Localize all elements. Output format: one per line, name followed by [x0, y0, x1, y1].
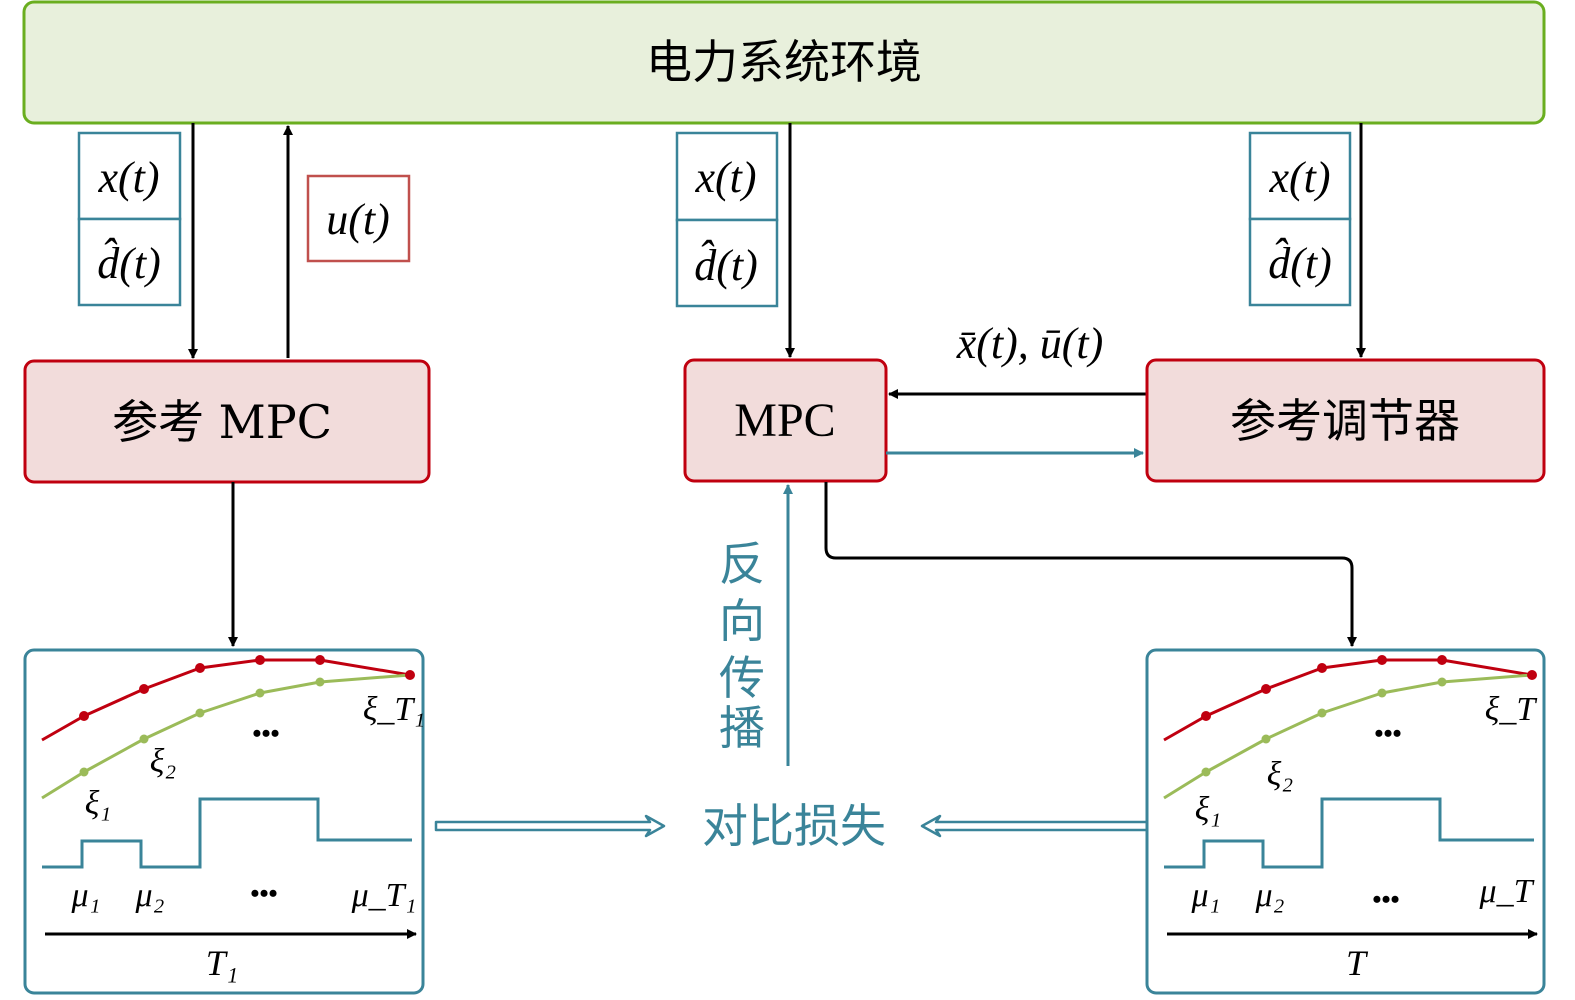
optimal-trajectory-point — [79, 711, 89, 721]
left-state-label: x(t) — [97, 153, 159, 202]
middle-state-label: x(t) — [694, 153, 756, 202]
optimal-trajectory-point — [1527, 670, 1537, 680]
predicted-trajectory-point — [315, 677, 325, 687]
left-control-box: u(t) — [306, 174, 411, 263]
svg-text:反: 反 — [719, 537, 765, 591]
optimal-trajectory-point — [195, 663, 205, 673]
predicted-trajectory-point — [1201, 767, 1211, 777]
backprop-label: 反 向 传 播 — [719, 537, 765, 755]
xi-1-label: ξ₁ — [1195, 791, 1221, 828]
optimal-trajectory-point — [255, 655, 265, 665]
optimal-trajectory-point — [315, 655, 325, 665]
time-axis-label: T — [1346, 943, 1369, 983]
mpc-label: MPC — [734, 394, 835, 447]
control-step-signal — [1164, 797, 1534, 869]
predicted-trajectory-point — [1317, 708, 1327, 718]
left-state-box: x(t) d̂(t) — [77, 131, 182, 307]
left-to-loss-double-arrow — [434, 814, 666, 838]
mu-T-label: μ_T — [1479, 873, 1535, 910]
time-axis-label: T₁ — [206, 943, 239, 983]
reference-regulator-block: 参考调节器 — [1145, 358, 1546, 483]
optimal-trajectory-point — [139, 684, 149, 694]
right-trajectory-plot: ξ₁ ξ₂ ξ_T ••• μ₁ μ₂ μ_T ••• T — [1145, 648, 1546, 995]
optimal-trajectory-point — [1317, 663, 1327, 673]
middle-state-box: x(t) d̂(t) — [675, 131, 779, 308]
mu-1-label: μ₁ — [1191, 877, 1221, 914]
predicted-trajectory-point — [1437, 677, 1447, 687]
mu-ellipsis: ••• — [1372, 885, 1399, 914]
optimal-trajectory-point — [1377, 655, 1387, 665]
xi-ellipsis: ••• — [252, 719, 279, 748]
right-disturbance-label: d̂(t) — [1268, 238, 1332, 288]
predicted-trajectory-point — [255, 688, 265, 698]
reference-mpc-label: 参考 MPC — [112, 395, 332, 449]
mpc-output-arrow — [824, 482, 1357, 647]
right-state-label: x(t) — [1268, 153, 1330, 202]
svg-text:播: 播 — [719, 701, 765, 755]
optimal-trajectory-point — [1437, 655, 1447, 665]
xi-2-label: ξ₂ — [1267, 756, 1293, 793]
xi-1-label: ξ₁ — [85, 785, 111, 822]
xi-2-label: ξ₂ — [150, 743, 176, 780]
xi-ellipsis: ••• — [1374, 719, 1401, 748]
right-state-box: x(t) d̂(t) — [1248, 131, 1352, 307]
control-step-signal — [42, 797, 412, 869]
svg-text:传: 传 — [719, 651, 765, 705]
left-disturbance-label: d̂(t) — [97, 238, 161, 288]
predicted-trajectory-point — [79, 767, 89, 777]
reference-mpc-block: 参考 MPC — [23, 359, 431, 484]
mu-2-label: μ₂ — [135, 877, 165, 914]
mu-1-label: μ₁ — [71, 877, 101, 914]
left-trajectory-plot: ξ₁ ξ₂ ξ_T₁ ••• μ₁ μ₂ μ_T₁ ••• T₁ — [23, 648, 425, 995]
xi-T-label: ξ_T₁ — [363, 691, 425, 728]
mu-ellipsis: ••• — [250, 879, 277, 908]
predicted-trajectory-point — [1261, 734, 1271, 744]
reference-regulator-label: 参考调节器 — [1230, 394, 1460, 448]
predicted-trajectory-point — [139, 734, 149, 744]
mpc-block: MPC — [683, 358, 888, 483]
optimal-trajectory-point — [405, 670, 415, 680]
xi-T-label: ξ_T — [1485, 691, 1538, 728]
mu-T-label: μ_T₁ — [351, 877, 417, 914]
optimal-trajectory-point — [1201, 711, 1211, 721]
optimal-trajectory-point — [1261, 684, 1271, 694]
contrastive-loss-label: 对比损失 — [702, 799, 886, 853]
svg-text:向: 向 — [719, 594, 765, 648]
reference-label: x̄(t), ū(t) — [956, 319, 1104, 368]
mu-2-label: μ₂ — [1255, 877, 1285, 914]
middle-disturbance-label: d̂(t) — [694, 240, 758, 290]
left-control-label: u(t) — [326, 195, 390, 244]
predicted-trajectory-point — [195, 708, 205, 718]
predicted-trajectory-point — [1377, 688, 1387, 698]
right-to-loss-double-arrow — [920, 814, 1152, 838]
power-system-environment: 电力系统环境 — [22, 0, 1546, 125]
environment-label: 电力系统环境 — [646, 35, 922, 89]
